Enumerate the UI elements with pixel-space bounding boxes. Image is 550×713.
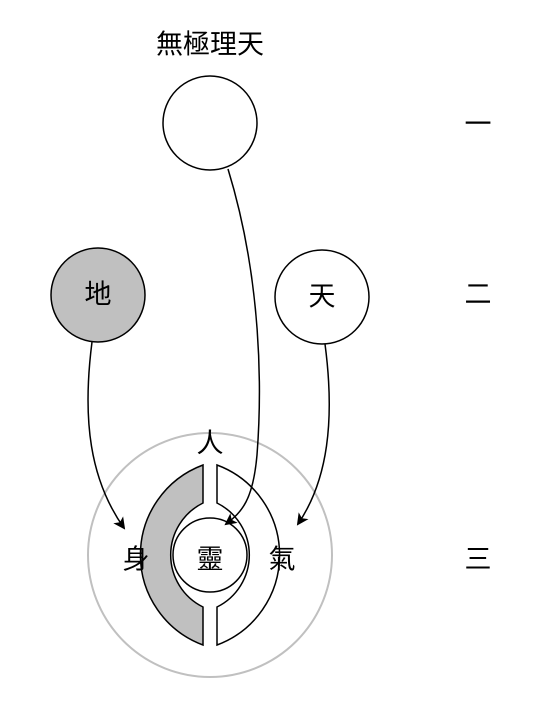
wuji-to-spirit-arrow bbox=[224, 168, 261, 526]
earth-circle bbox=[50, 247, 146, 343]
wuji-circle bbox=[162, 75, 258, 171]
human-label: 人 bbox=[197, 429, 224, 460]
body-half-ring bbox=[139, 463, 204, 647]
level-three-label: 三 bbox=[465, 545, 492, 576]
heaven-label: 天 bbox=[309, 282, 336, 313]
level-one-label: 一 bbox=[465, 110, 492, 141]
heaven-to-qi-arrow bbox=[296, 343, 331, 526]
earth-to-body-arrow bbox=[87, 341, 126, 530]
earth-label: 地 bbox=[85, 280, 112, 311]
human-outer-ring bbox=[87, 432, 333, 678]
body-label: 身 bbox=[123, 545, 150, 576]
spirit-core-circle bbox=[172, 517, 248, 593]
diagram-title: 無極理天 bbox=[156, 30, 264, 61]
level-two-label: 二 bbox=[465, 280, 492, 311]
heaven-circle bbox=[274, 249, 370, 345]
qi-label: 氣 bbox=[269, 545, 296, 576]
qi-half-ring bbox=[216, 463, 281, 647]
spirit-label: 靈 bbox=[197, 545, 224, 576]
